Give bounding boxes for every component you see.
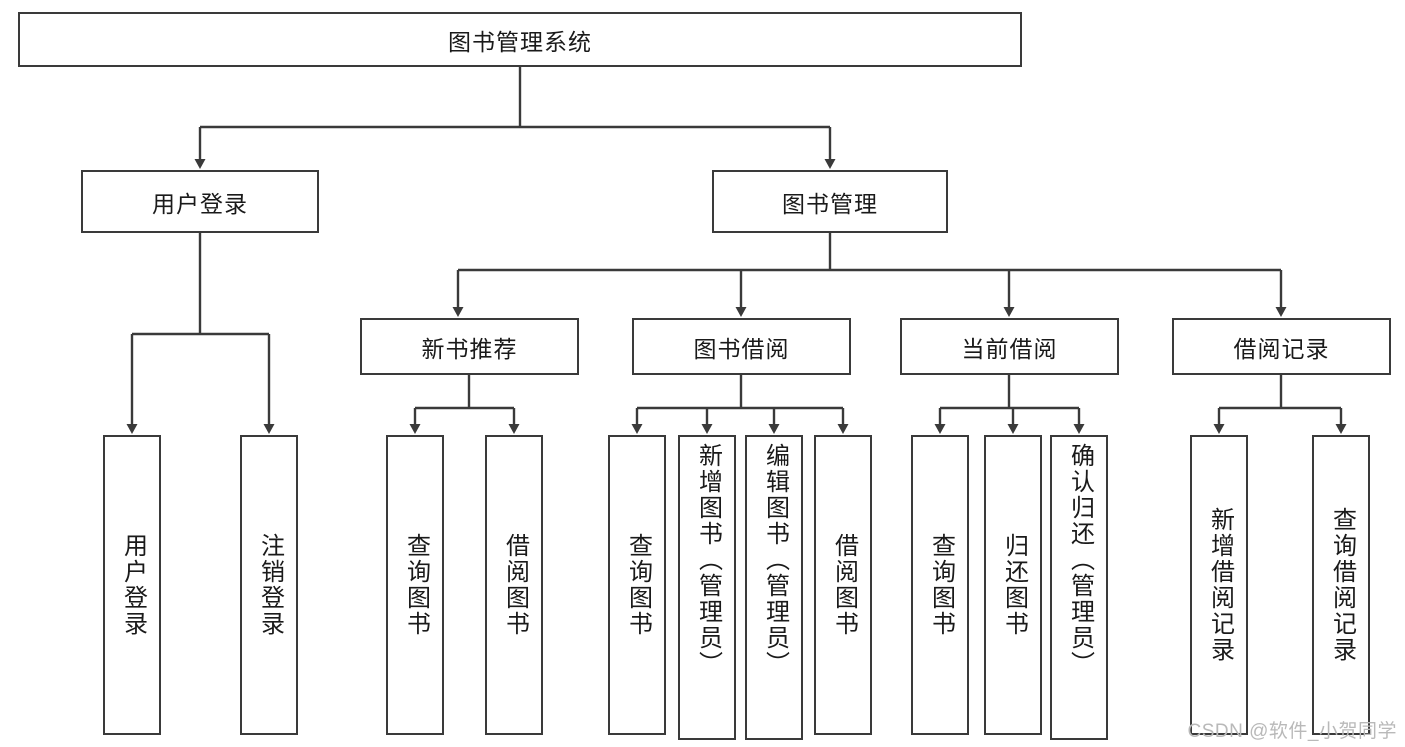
csdn-watermark: CSDN @软件_小贺同学 [1187,721,1397,742]
node-leaf-borrow-book-2[interactable]: 借阅图书 [814,435,872,735]
node-leaf-return-book-label: 归还图书 [1000,533,1028,637]
node-borrow-record[interactable]: 借阅记录 [1172,318,1391,375]
node-leaf-add-record-label: 新增借阅记录 [1206,507,1234,663]
node-book-borrow[interactable]: 图书借阅 [632,318,851,375]
node-leaf-query-book-2[interactable]: 查询图书 [608,435,666,735]
node-leaf-borrow-book-1-label: 借阅图书 [501,533,529,637]
node-book-management-label: 图书管理 [782,190,878,217]
node-leaf-add-book-label: 新增图书（管理员） [694,443,722,677]
node-leaf-query-book-1[interactable]: 查询图书 [386,435,444,735]
node-book-management[interactable]: 图书管理 [712,170,948,233]
node-root[interactable]: 图书管理系统 [18,12,1022,67]
node-leaf-edit-book-label: 编辑图书（管理员） [761,443,789,677]
node-borrow-record-label: 借阅记录 [1233,335,1330,362]
node-leaf-borrow-book-1[interactable]: 借阅图书 [485,435,543,735]
node-current-borrow-label: 当前借阅 [961,335,1058,362]
node-leaf-add-book[interactable]: 新增图书（管理员） [678,435,736,740]
node-leaf-logout-login[interactable]: 注销登录 [240,435,298,735]
node-leaf-query-book-1-label: 查询图书 [402,533,430,637]
node-leaf-return-book[interactable]: 归还图书 [984,435,1042,735]
node-user-login-label: 用户登录 [152,190,248,217]
node-new-book-recommend-label: 新书推荐 [421,335,518,362]
node-leaf-confirm-return-label: 确认归还（管理员） [1066,443,1094,677]
node-leaf-confirm-return[interactable]: 确认归还（管理员） [1050,435,1108,740]
node-leaf-query-record-label: 查询借阅记录 [1328,507,1356,663]
node-leaf-query-book-2-label: 查询图书 [624,533,652,637]
node-new-book-recommend[interactable]: 新书推荐 [360,318,579,375]
node-current-borrow[interactable]: 当前借阅 [900,318,1119,375]
node-leaf-query-record[interactable]: 查询借阅记录 [1312,435,1370,735]
node-leaf-user-login[interactable]: 用户登录 [103,435,161,735]
node-user-login[interactable]: 用户登录 [81,170,319,233]
node-leaf-logout-login-label: 注销登录 [256,533,284,637]
node-leaf-query-book-3-label: 查询图书 [927,533,955,637]
node-leaf-add-record[interactable]: 新增借阅记录 [1190,435,1248,735]
node-leaf-borrow-book-2-label: 借阅图书 [830,533,858,637]
node-root-label: 图书管理系统 [448,28,592,55]
node-leaf-user-login-label: 用户登录 [119,533,147,637]
node-leaf-edit-book[interactable]: 编辑图书（管理员） [745,435,803,740]
node-book-borrow-label: 图书借阅 [693,335,790,362]
node-leaf-query-book-3[interactable]: 查询图书 [911,435,969,735]
